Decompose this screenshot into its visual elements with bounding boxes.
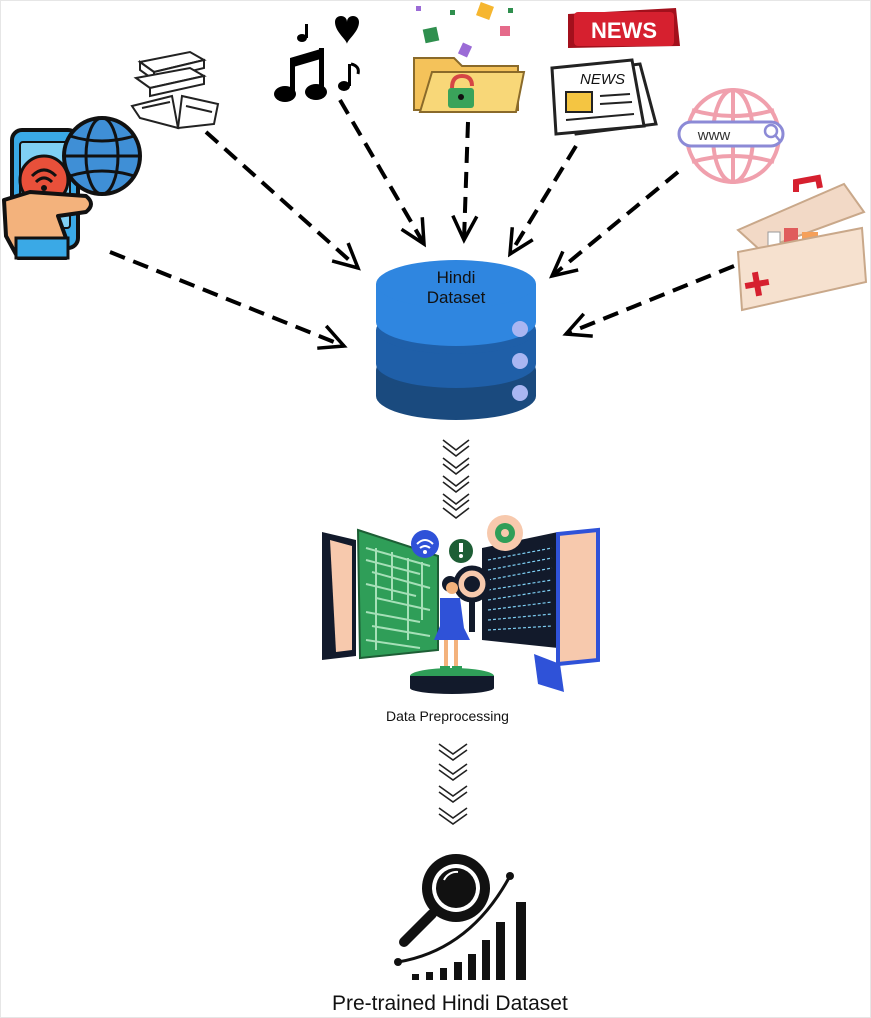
chevron-down-icon xyxy=(438,785,468,803)
db-indicator-dot xyxy=(512,385,528,401)
chevron-stack-lower xyxy=(438,743,468,825)
chevron-down-icon xyxy=(442,439,470,458)
open-folder-icon xyxy=(413,2,526,113)
music-notes-icon xyxy=(274,16,360,102)
chevron-down-icon xyxy=(438,763,468,781)
newspaper-title: NEWS xyxy=(580,71,625,88)
arrow-web-to-db xyxy=(548,170,680,279)
chevron-down-icon xyxy=(442,507,470,520)
data-preprocessing-illustration xyxy=(322,515,600,694)
arrow-music-to-db xyxy=(338,98,426,248)
arrow-news-to-db xyxy=(507,144,578,258)
arrow-folder-to-db xyxy=(451,121,479,244)
news-banner-text: NEWS xyxy=(591,18,657,43)
output-label: Pre-trained Hindi Dataset xyxy=(332,992,568,1015)
chevron-down-icon xyxy=(442,475,470,494)
arrow-medical-to-db xyxy=(562,264,735,338)
database-label-line2: Dataset xyxy=(426,288,486,307)
hindi-dataset-database xyxy=(376,260,536,420)
news-icon: NEWS NEWS xyxy=(550,8,680,136)
analytics-search-icon xyxy=(394,854,526,980)
news-banner xyxy=(574,12,674,46)
input-arrows xyxy=(109,98,735,350)
first-aid-kit-icon xyxy=(736,174,868,312)
books-icon xyxy=(130,50,220,130)
db-indicator-dot xyxy=(512,353,528,369)
database-label-line1: Hindi xyxy=(436,268,476,287)
www-globe-icon: www xyxy=(677,88,785,184)
chevron-down-icon xyxy=(438,807,468,825)
preprocessing-label: Data Preprocessing xyxy=(386,708,509,724)
mobile-internet-icon xyxy=(2,116,142,260)
database-label: Hindi Dataset xyxy=(400,268,512,308)
chevron-stack-upper xyxy=(442,439,470,520)
db-indicator-dot xyxy=(512,321,528,337)
chevron-down-icon xyxy=(442,457,470,476)
chevron-down-icon xyxy=(438,743,468,761)
arrow-mobile-to-db xyxy=(109,250,348,350)
chevron-down-icon xyxy=(442,493,470,512)
arrow-books-to-db xyxy=(204,130,361,271)
url-bar-text: www xyxy=(697,127,731,144)
